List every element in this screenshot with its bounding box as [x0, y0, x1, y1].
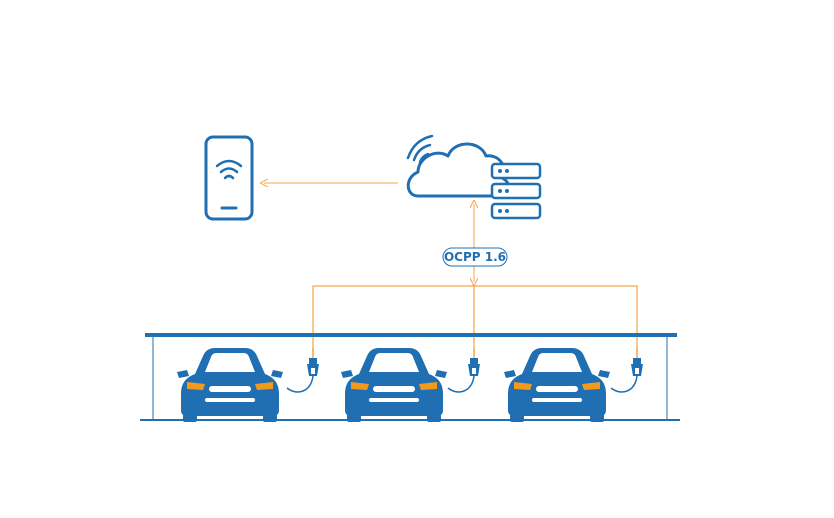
- charging-plug-icon: [447, 347, 481, 393]
- server-stack-icon: [490, 162, 542, 220]
- charging-plug-icon: [286, 347, 320, 393]
- protocol-label: OCPP 1.6: [442, 247, 508, 267]
- car-front-icon: [177, 348, 283, 422]
- cloud-wifi-icon: [406, 134, 510, 198]
- car-front-icon: [341, 348, 447, 422]
- car-front-icon: [504, 348, 610, 422]
- smartphone-wifi-icon: [204, 135, 254, 221]
- charger-network-lines: [312, 285, 638, 352]
- protocol-label-text: OCPP 1.6: [444, 250, 506, 264]
- charging-plug-icon: [610, 347, 644, 393]
